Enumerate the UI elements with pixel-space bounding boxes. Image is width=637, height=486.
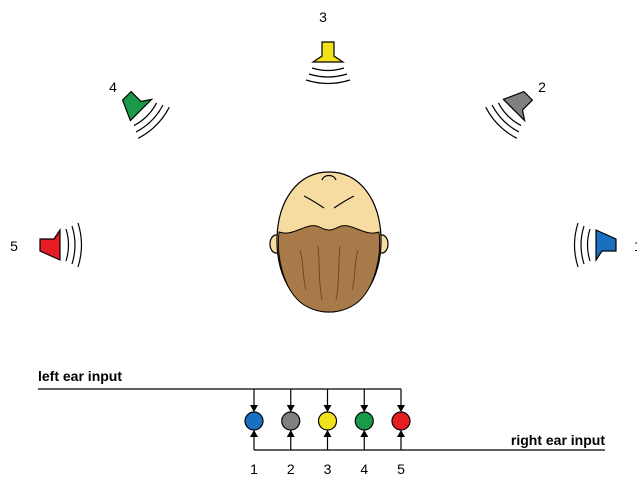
- input-node-1: 1: [245, 389, 263, 477]
- speaker-4-label: 4: [109, 79, 117, 95]
- speaker-5-label: 5: [10, 238, 18, 254]
- speaker-2: 2: [483, 79, 546, 141]
- right-ear-input-label: right ear input: [511, 432, 605, 448]
- speaker-3-icon: [306, 42, 350, 84]
- speaker-4: 4: [109, 79, 172, 141]
- ear-input-diagram: left ear input right ear input 1 2 3 4 5: [38, 368, 605, 477]
- left-ear-input-label: left ear input: [38, 368, 122, 384]
- input-node-2: 2: [282, 389, 300, 477]
- speaker-3-label: 3: [319, 9, 327, 25]
- input-circle: [392, 412, 410, 430]
- input-number-label: 2: [287, 461, 295, 477]
- input-number-label: 1: [250, 461, 258, 477]
- input-circle: [319, 412, 337, 430]
- speaker-5-icon: [40, 223, 82, 267]
- input-circle: [355, 412, 373, 430]
- input-number-label: 3: [324, 461, 332, 477]
- input-node-4: 4: [355, 389, 373, 477]
- speaker-1: 1: [575, 223, 637, 267]
- head-icon: [270, 172, 388, 312]
- speaker-1-icon: [575, 223, 617, 267]
- speaker-3: 3: [306, 9, 350, 84]
- listener-head: [270, 172, 388, 312]
- input-node-3: 3: [319, 389, 337, 477]
- input-circle: [282, 412, 300, 430]
- input-circle: [245, 412, 263, 430]
- speaker-2-label: 2: [538, 79, 546, 95]
- speaker-4-icon: [111, 80, 171, 140]
- input-node-5: 5: [392, 389, 410, 477]
- input-number-label: 5: [397, 461, 405, 477]
- speaker-5: 5: [10, 223, 81, 267]
- speaker-2-icon: [483, 80, 543, 140]
- input-number-label: 4: [360, 461, 368, 477]
